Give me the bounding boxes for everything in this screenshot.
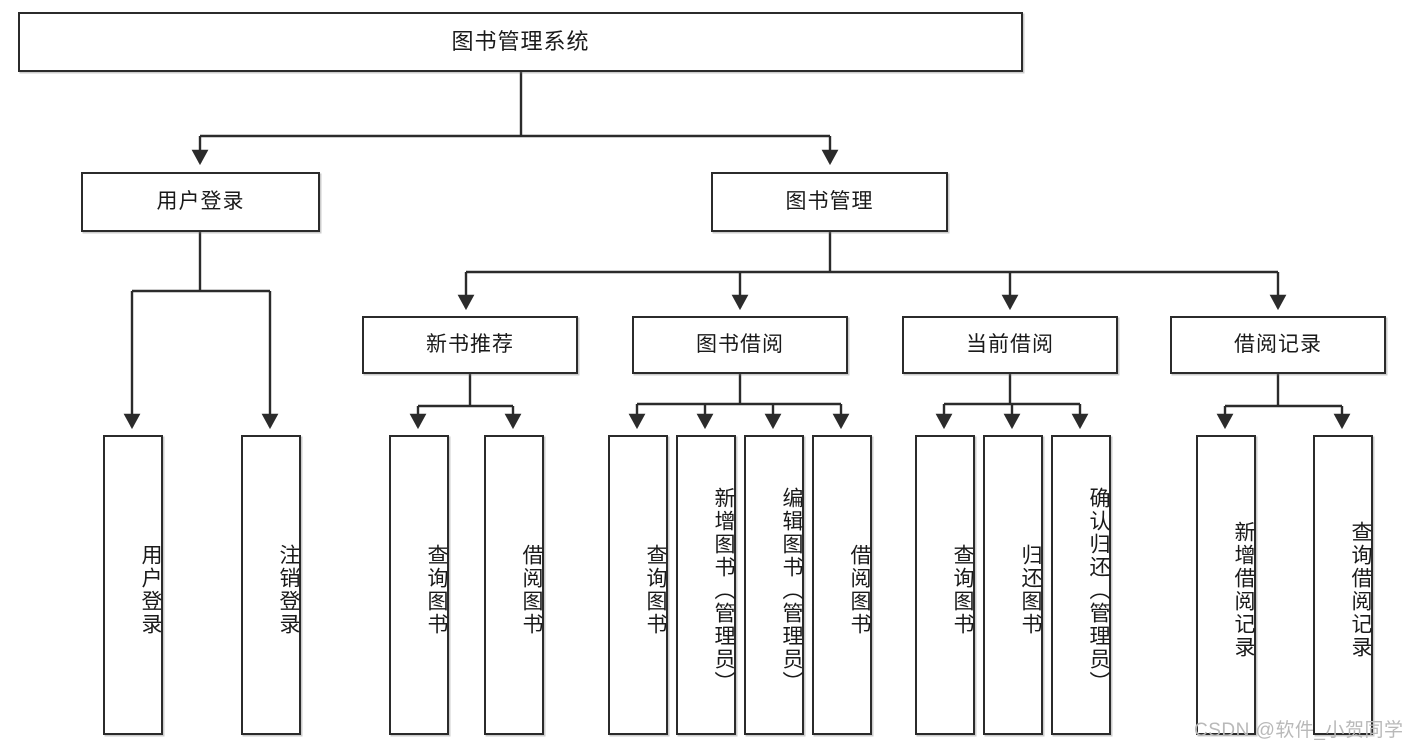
leaf-logout-login[interactable]: 注销登录 — [241, 435, 301, 735]
node-label: 图书管理 — [785, 190, 874, 214]
node-label: 新增图书（管理员） — [712, 486, 735, 694]
node-label: 归还图书 — [1019, 544, 1042, 636]
leaf-add-borrow-record[interactable]: 新增借阅记录 — [1196, 435, 1256, 735]
csdn-watermark: CSDN @软件_小贺同学 — [1194, 720, 1404, 741]
node-book-management[interactable]: 图书管理 — [711, 172, 948, 232]
node-label: 确认归还（管理员） — [1087, 486, 1110, 694]
node-borrow-record[interactable]: 借阅记录 — [1170, 316, 1386, 374]
leaf-add-book-admin[interactable]: 新增图书（管理员） — [676, 435, 736, 735]
node-label: 用户登录 — [139, 544, 162, 636]
node-root-book-management-system[interactable]: 图书管理系统 — [18, 12, 1023, 72]
node-label: 新增借阅记录 — [1232, 521, 1255, 659]
leaf-query-book-borrow[interactable]: 查询图书 — [608, 435, 668, 735]
node-label: 借阅图书 — [848, 544, 871, 636]
leaf-query-book-recommend[interactable]: 查询图书 — [389, 435, 449, 735]
node-book-borrow[interactable]: 图书借阅 — [632, 316, 848, 374]
node-label: 当前借阅 — [966, 333, 1054, 357]
leaf-user-login[interactable]: 用户登录 — [103, 435, 163, 735]
node-user-login[interactable]: 用户登录 — [81, 172, 320, 232]
leaf-borrow-book-recommend[interactable]: 借阅图书 — [484, 435, 544, 735]
leaf-query-book-current[interactable]: 查询图书 — [915, 435, 975, 735]
node-current-borrow[interactable]: 当前借阅 — [902, 316, 1118, 374]
leaf-query-borrow-record[interactable]: 查询借阅记录 — [1313, 435, 1373, 735]
node-label: 编辑图书（管理员） — [780, 486, 803, 694]
node-label: 注销登录 — [277, 544, 300, 636]
leaf-return-book[interactable]: 归还图书 — [983, 435, 1043, 735]
node-label: 图书管理系统 — [451, 28, 590, 54]
node-label: 查询借阅记录 — [1349, 521, 1372, 659]
node-label: 借阅记录 — [1234, 333, 1322, 357]
node-label: 新书推荐 — [426, 333, 514, 357]
leaf-confirm-return-admin[interactable]: 确认归还（管理员） — [1051, 435, 1111, 735]
node-new-book-recommend[interactable]: 新书推荐 — [362, 316, 578, 374]
leaf-edit-book-admin[interactable]: 编辑图书（管理员） — [744, 435, 804, 735]
leaf-borrow-book-borrow[interactable]: 借阅图书 — [812, 435, 872, 735]
node-label: 图书借阅 — [696, 333, 784, 357]
node-label: 用户登录 — [156, 190, 245, 214]
node-label: 借阅图书 — [520, 544, 543, 636]
node-label: 查询图书 — [425, 544, 448, 636]
node-label: 查询图书 — [644, 544, 667, 636]
node-label: 查询图书 — [951, 544, 974, 636]
